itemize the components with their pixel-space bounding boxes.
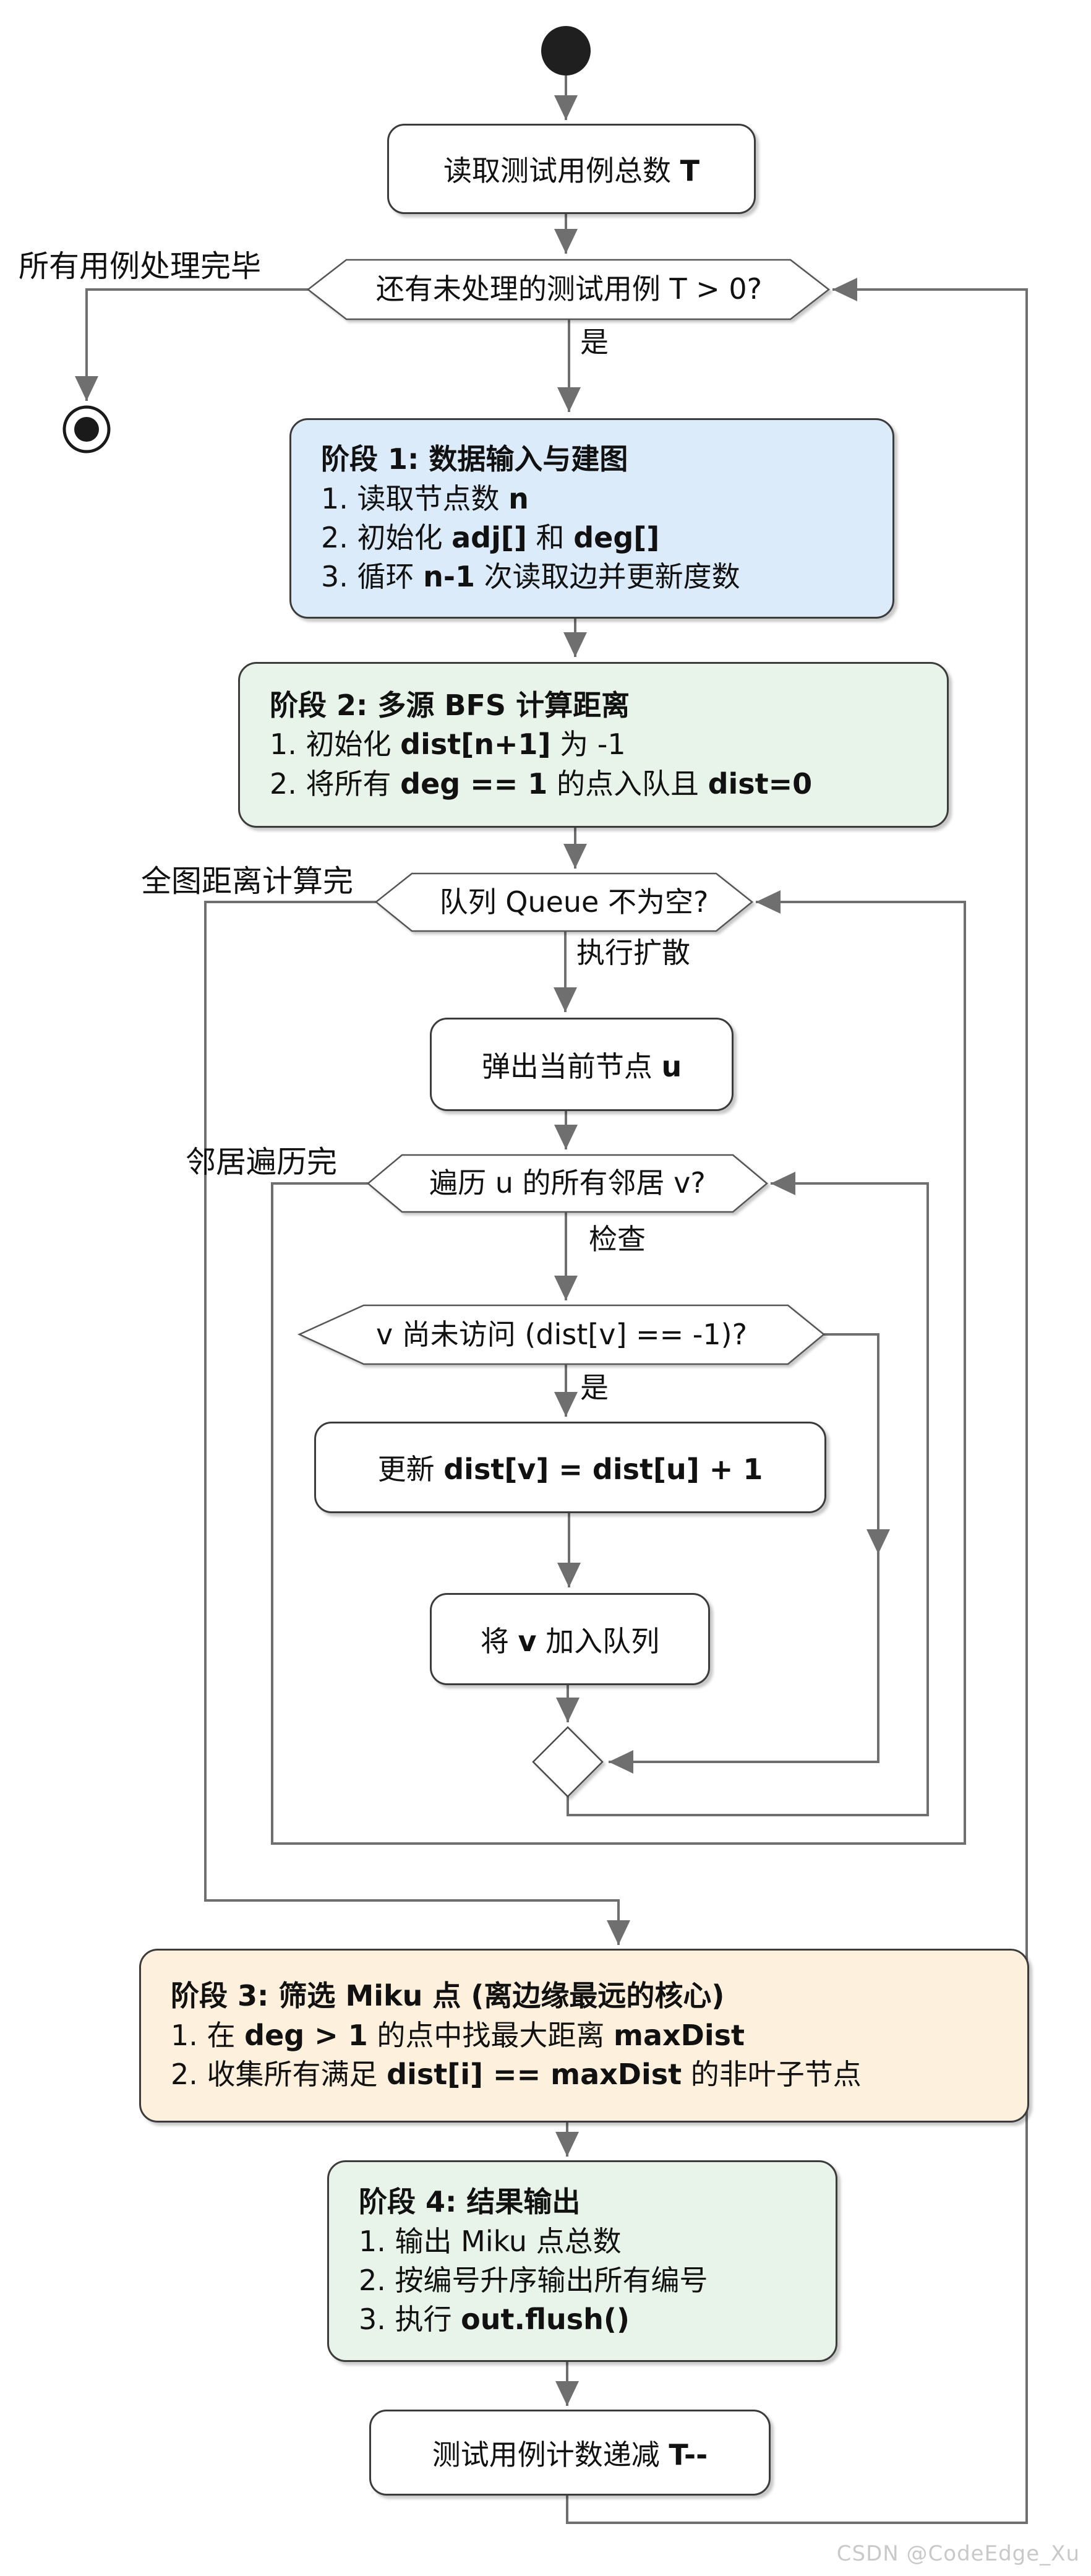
stage3-line: 2. 收集所有满足 dist[i] == maxDist 的非叶子节点 (171, 2058, 862, 2092)
stage1-title: 阶段 1: 数据输入与建图 (321, 442, 628, 476)
edge-label-queue-done: 全图距离计算完 (141, 864, 354, 899)
edge-decision1-to-end (75, 288, 309, 401)
stage2-box: 阶段 2: 多源 BFS 计算距离 1. 初始化 dist[n+1] 为 -1 … (238, 662, 949, 828)
edge-neighbor-loop-exit (271, 890, 966, 1845)
edge-label-yes2: 是 (580, 1371, 609, 1404)
decision-neighbor-shape (367, 1154, 768, 1213)
stage4-box: 阶段 4: 结果输出 1. 输出 Miku 点总数 2. 按编号升序输出所有编号… (327, 2160, 837, 2362)
stage3-title: 阶段 3: 筛选 Miku 点 (离边缘最远的核心) (171, 1979, 725, 2013)
activity-pop-u: 弹出当前节点 u (430, 1018, 734, 1111)
csdn-watermark: CSDN @CodeEdge_Xu (836, 2541, 1080, 2566)
stage4-line: 1. 输出 Miku 点总数 (359, 2224, 622, 2258)
start-node (541, 26, 591, 75)
decision-queue-label: 队列 Queue 不为空? (439, 885, 709, 919)
stage2-line: 2. 将所有 deg == 1 的点入队且 dist=0 (270, 766, 813, 801)
stage3-box: 阶段 3: 筛选 Miku 点 (离边缘最远的核心) 1. 在 deg > 1 … (139, 1949, 1029, 2123)
merge-diamond (532, 1726, 604, 1798)
edge-label-spread: 执行扩散 (576, 936, 690, 969)
edge-label-neighbors-done: 邻居遍历完 (186, 1144, 338, 1180)
activity-dec-t-label: 测试用例计数递减 T-- (432, 2437, 708, 2471)
activity-push-v-label: 将 v 加入队列 (480, 1624, 660, 1658)
activity-update-dist: 更新 dist[v] = dist[u] + 1 (314, 1422, 826, 1513)
terminal-shapes (62, 26, 591, 453)
stage1-box: 阶段 1: 数据输入与建图 1. 读取节点数 n 2. 初始化 adj[] 和 … (289, 418, 894, 619)
decision-unvisited-shape (297, 1304, 825, 1365)
edges (75, 75, 1028, 2524)
edge-queue-loop-exit (204, 901, 630, 1945)
activity-read-t: 读取测试用例总数 T (387, 124, 756, 214)
stage3-line: 1. 在 deg > 1 的点中找最大距离 maxDist (171, 2018, 745, 2052)
edge-label-all-done: 所有用例处理完毕 (19, 249, 262, 284)
stage1-line: 1. 读取节点数 n (321, 481, 529, 515)
decision-queue-shape (375, 872, 753, 932)
stage2-line: 1. 初始化 dist[n+1] 为 -1 (270, 728, 626, 762)
stage4-title: 阶段 4: 结果输出 (359, 2185, 581, 2219)
edge-decision4-no-into-merge (609, 1552, 879, 1774)
edge-label-check: 检查 (589, 1222, 646, 1256)
stage2-title: 阶段 2: 多源 BFS 计算距离 (270, 688, 630, 722)
decision-neighbor-label: 遍历 u 的所有邻居 v? (429, 1166, 706, 1200)
decision-more-cases-shape (306, 259, 831, 320)
stage1-line: 3. 循环 n-1 次读取边并更新度数 (321, 560, 740, 594)
edge-inner-loop-back (567, 1172, 929, 1816)
decision-unvisited-label: v 尚未访问 (dist[v] == -1)? (375, 1317, 748, 1351)
decision-shapes (297, 259, 831, 1798)
edge-next-case-loop (566, 278, 1028, 2524)
activity-push-v: 将 v 加入队列 (430, 1593, 710, 1685)
end-node-inner (74, 417, 99, 442)
edge-label-yes1: 是 (580, 325, 609, 359)
stage1-line: 2. 初始化 adj[] 和 deg[] (321, 521, 660, 554)
decision-more-cases-label: 还有未处理的测试用例 T > 0? (375, 272, 763, 306)
activity-read-t-label: 读取测试用例总数 T (443, 154, 700, 187)
edge-decision4-no-down (824, 1333, 890, 1554)
activity-dec-t: 测试用例计数递减 T-- (369, 2410, 771, 2496)
stage4-line: 2. 按编号升序输出所有编号 (359, 2264, 708, 2297)
activity-pop-u-label: 弹出当前节点 u (481, 1049, 682, 1083)
stage4-line: 3. 执行 out.flush() (359, 2303, 630, 2337)
activity-update-dist-label: 更新 dist[v] = dist[u] + 1 (377, 1453, 763, 1486)
